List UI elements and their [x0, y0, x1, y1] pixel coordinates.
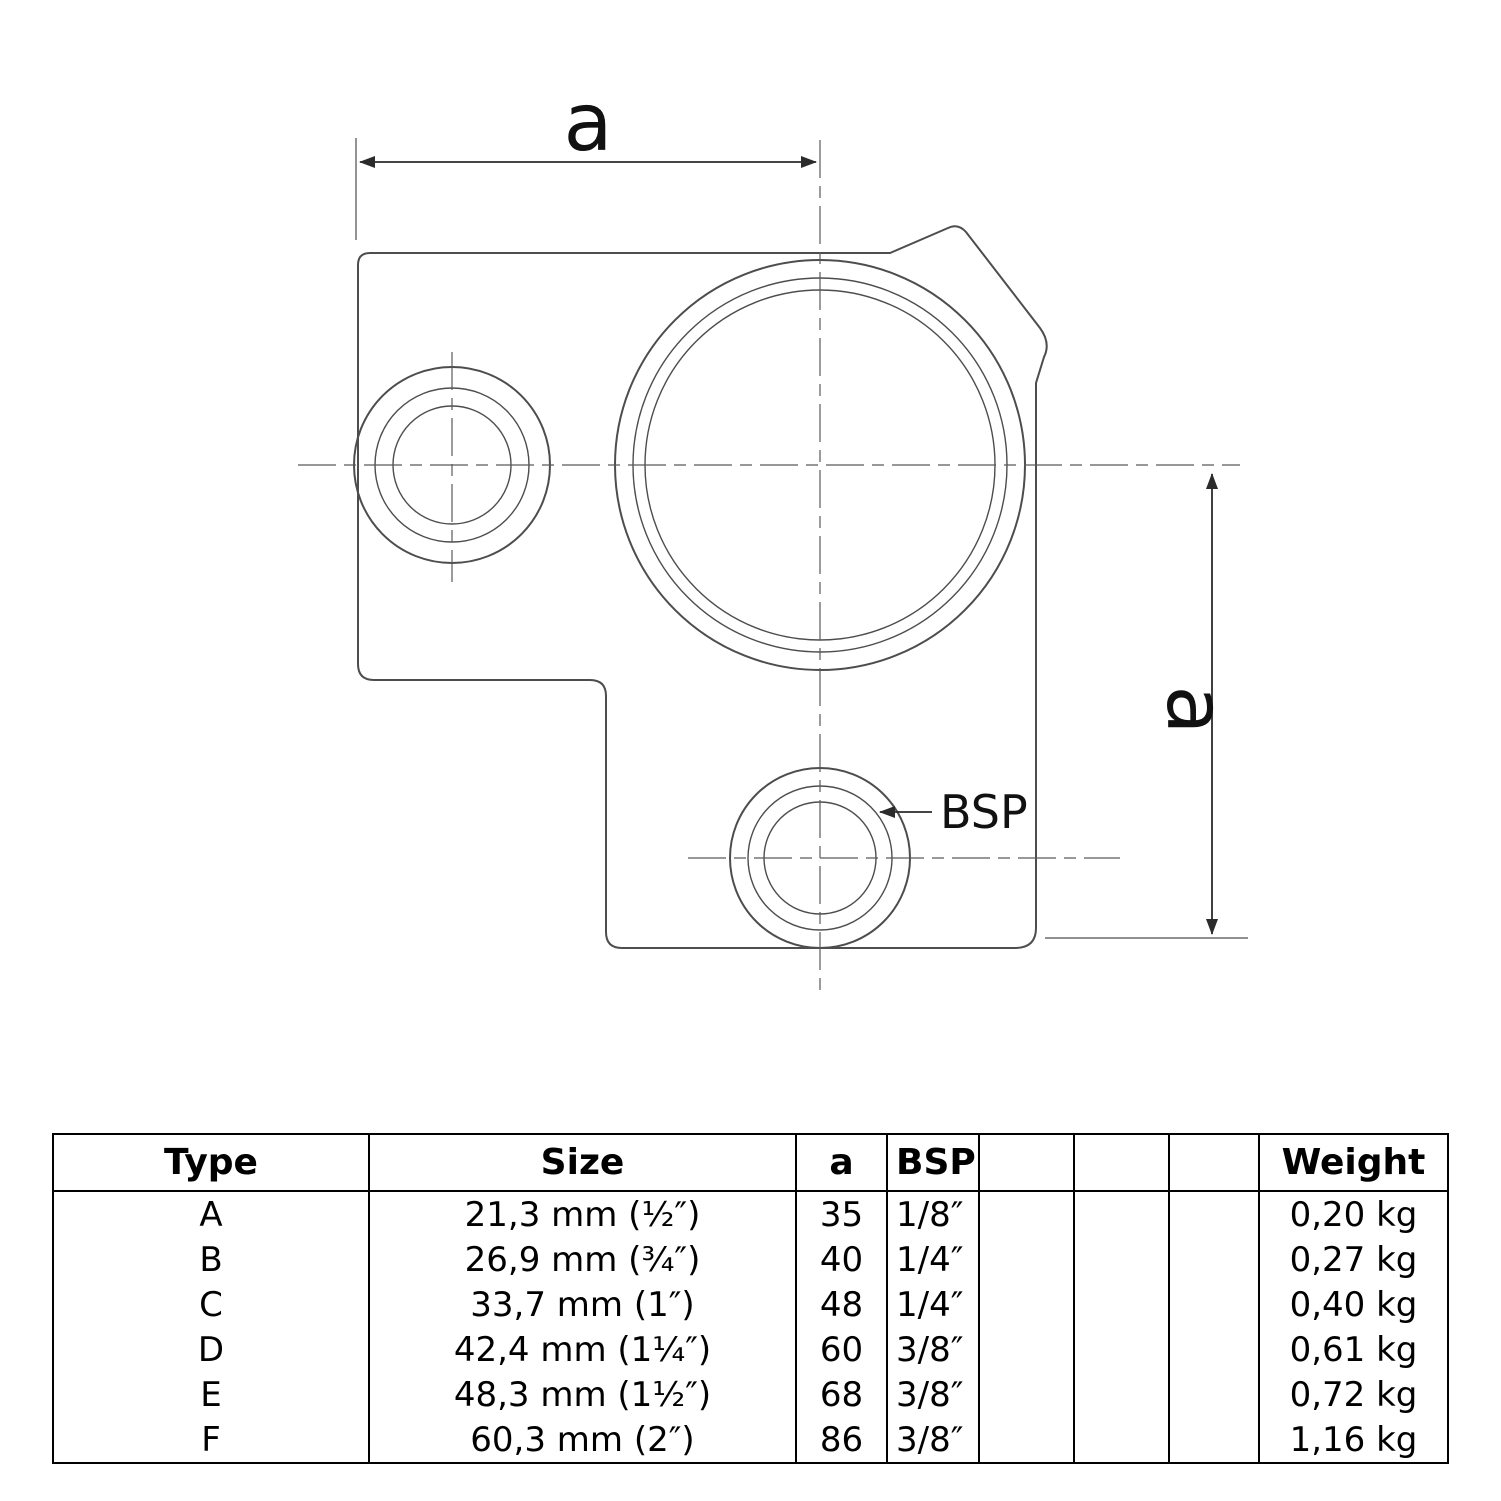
cell-weight: 0,20 kg	[1258, 1191, 1449, 1237]
cell-empty	[978, 1237, 1075, 1282]
large-bore-middle-circle	[632, 277, 1008, 653]
cell-a: 60	[795, 1327, 888, 1372]
cell-bsp: 3/8″	[886, 1327, 980, 1372]
cell-empty	[978, 1282, 1075, 1327]
spec-table: Type Size a BSP Weight A 21,3 mm (½″) 35…	[52, 1133, 1449, 1464]
cell-size: 60,3 mm (2″)	[368, 1417, 797, 1463]
cell-empty	[1073, 1237, 1170, 1282]
cell-bsp: 1/8″	[886, 1191, 980, 1237]
dim-label-a-right: a	[1149, 685, 1242, 734]
cell-empty	[1168, 1417, 1260, 1463]
spec-table-wrap: Type Size a BSP Weight A 21,3 mm (½″) 35…	[52, 1133, 1449, 1464]
header-row: Type Size a BSP Weight	[52, 1134, 1449, 1192]
col-header-empty-2	[1073, 1134, 1170, 1192]
cell-empty	[1073, 1372, 1170, 1417]
cell-a: 86	[795, 1417, 888, 1463]
cell-type: C	[52, 1282, 370, 1327]
col-header-size: Size	[368, 1134, 797, 1192]
col-header-bsp: BSP	[886, 1134, 980, 1192]
cell-empty	[978, 1191, 1075, 1237]
cell-type: E	[52, 1372, 370, 1417]
cell-empty	[1168, 1191, 1260, 1237]
cell-bsp: 1/4″	[886, 1237, 980, 1282]
bsp-label: BSP	[940, 785, 1028, 839]
cell-bsp: 3/8″	[886, 1417, 980, 1463]
table-row: E 48,3 mm (1½″) 68 3/8″ 0,72 kg	[52, 1372, 1449, 1417]
fitting-body-outline	[357, 225, 1048, 949]
col-header-weight: Weight	[1258, 1134, 1449, 1192]
cell-size: 48,3 mm (1½″)	[368, 1372, 797, 1417]
cell-weight: 0,40 kg	[1258, 1282, 1449, 1327]
cell-weight: 0,27 kg	[1258, 1237, 1449, 1282]
cell-a: 48	[795, 1282, 888, 1327]
table-row: B 26,9 mm (¾″) 40 1/4″ 0,27 kg	[52, 1237, 1449, 1282]
cell-empty	[1168, 1327, 1260, 1372]
cell-empty	[1073, 1191, 1170, 1237]
cell-type: B	[52, 1237, 370, 1282]
dim-label-a-top: a	[563, 76, 612, 169]
cell-empty	[1168, 1372, 1260, 1417]
cell-a: 35	[795, 1191, 888, 1237]
cell-empty	[978, 1372, 1075, 1417]
cell-weight: 1,16 kg	[1258, 1417, 1449, 1463]
col-header-empty-1	[978, 1134, 1075, 1192]
cell-a: 68	[795, 1372, 888, 1417]
cell-weight: 0,72 kg	[1258, 1372, 1449, 1417]
cell-type: F	[52, 1417, 370, 1463]
cell-size: 42,4 mm (1¼″)	[368, 1327, 797, 1372]
col-header-type: Type	[52, 1134, 370, 1192]
cell-bsp: 1/4″	[886, 1282, 980, 1327]
cell-type: D	[52, 1327, 370, 1372]
cell-empty	[1073, 1417, 1170, 1463]
table-row: D 42,4 mm (1¼″) 60 3/8″ 0,61 kg	[52, 1327, 1449, 1372]
cell-empty	[1168, 1282, 1260, 1327]
cell-weight: 0,61 kg	[1258, 1327, 1449, 1372]
cell-empty	[1073, 1327, 1170, 1372]
cell-a: 40	[795, 1237, 888, 1282]
col-header-a: a	[795, 1134, 888, 1192]
cell-empty	[1168, 1237, 1260, 1282]
table-row: C 33,7 mm (1″) 48 1/4″ 0,40 kg	[52, 1282, 1449, 1327]
cell-bsp: 3/8″	[886, 1372, 980, 1417]
fitting-technical-drawing: a a BSP	[298, 76, 1248, 995]
col-header-empty-3	[1168, 1134, 1260, 1192]
cell-empty	[978, 1327, 1075, 1372]
cell-empty	[1073, 1282, 1170, 1327]
table-row: A 21,3 mm (½″) 35 1/8″ 0,20 kg	[52, 1191, 1449, 1237]
cell-type: A	[52, 1191, 370, 1237]
cell-size: 26,9 mm (¾″)	[368, 1237, 797, 1282]
cell-size: 33,7 mm (1″)	[368, 1282, 797, 1327]
table-row: F 60,3 mm (2″) 86 3/8″ 1,16 kg	[52, 1417, 1449, 1463]
cell-size: 21,3 mm (½″)	[368, 1191, 797, 1237]
cell-empty	[978, 1417, 1075, 1463]
